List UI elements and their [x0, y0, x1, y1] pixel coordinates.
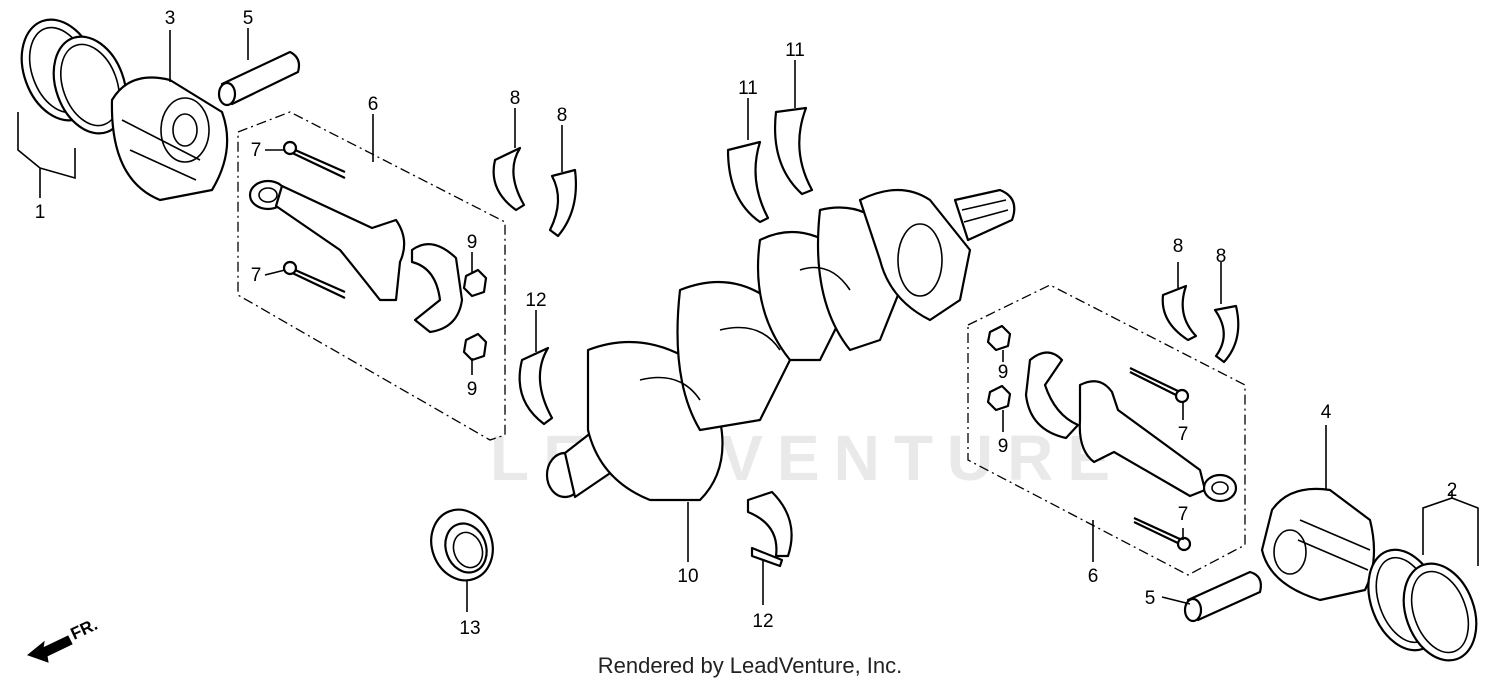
rod-group-box-right: [967, 284, 1246, 576]
callout-7-left-upper: 7: [251, 140, 262, 161]
rod-nuts-left[interactable]: [462, 268, 488, 362]
piston-pin-left[interactable]: [217, 50, 301, 107]
callout-3: 3: [165, 8, 176, 29]
main-bearing-lower[interactable]: [746, 490, 793, 568]
piston-rings-left[interactable]: [8, 9, 139, 144]
rod-nuts-right[interactable]: [986, 324, 1012, 412]
rod-cap-left[interactable]: [410, 242, 464, 334]
thrust-washers[interactable]: [726, 106, 814, 224]
callout-8-c: 8: [1173, 236, 1184, 257]
front-direction-indicator: FR.: [26, 615, 101, 663]
front-label: FR.: [68, 615, 101, 644]
callout-9-left-upper: 9: [467, 232, 478, 253]
callout-13: 13: [459, 618, 480, 639]
piston-right[interactable]: [1260, 487, 1376, 602]
callout-11-b: 11: [785, 40, 805, 61]
render-credit: Rendered by LeadVenture, Inc.: [598, 653, 903, 678]
rod-cap-right[interactable]: [1024, 351, 1080, 440]
callout-7-right-upper: 7: [1178, 424, 1189, 445]
rod-bolts-left[interactable]: [282, 140, 346, 299]
connecting-rod-right[interactable]: [1078, 380, 1238, 503]
crankshaft[interactable]: [545, 188, 1016, 502]
callout-1: 1: [35, 202, 46, 223]
leader-lines: [17, 28, 1479, 612]
callout-7-right-lower: 7: [1178, 504, 1189, 525]
piston-rings-right[interactable]: [1355, 540, 1489, 671]
front-arrow-icon: [26, 635, 73, 663]
callout-8-d: 8: [1216, 246, 1227, 267]
callout-2: 2: [1447, 480, 1458, 501]
piston-pin-right[interactable]: [1183, 570, 1262, 623]
callout-8-a: 8: [510, 88, 521, 109]
callout-labels: 1 2 3 4 5 5 6 6 7 7 7 7 8 8 8 8 9 9 9 9 …: [35, 8, 1458, 639]
connecting-rod-left[interactable]: [248, 179, 406, 302]
rod-bearings-right[interactable]: [1161, 284, 1240, 364]
callout-11-a: 11: [738, 78, 758, 99]
callout-5-left: 5: [243, 8, 254, 29]
callout-10: 10: [677, 566, 698, 587]
callout-9-left-lower: 9: [467, 379, 478, 400]
callout-9-right-lower: 9: [998, 436, 1009, 457]
rod-bolts-right[interactable]: [1129, 367, 1192, 552]
callout-6-left: 6: [368, 94, 379, 115]
callout-9-right-upper: 9: [998, 362, 1009, 383]
callout-7-left-lower: 7: [251, 265, 262, 286]
callout-12-upper: 12: [525, 290, 546, 311]
callout-5-right: 5: [1145, 588, 1156, 609]
callout-4: 4: [1321, 402, 1332, 423]
callout-6-right: 6: [1088, 566, 1099, 587]
piston-left[interactable]: [110, 76, 229, 202]
main-bearing-upper-left[interactable]: [518, 346, 554, 426]
oil-seal[interactable]: [421, 501, 502, 589]
callout-12-lower: 12: [752, 611, 773, 632]
rod-bearings-top[interactable]: [492, 146, 577, 238]
rod-group-box-left: [237, 111, 506, 441]
callout-8-b: 8: [557, 105, 568, 126]
